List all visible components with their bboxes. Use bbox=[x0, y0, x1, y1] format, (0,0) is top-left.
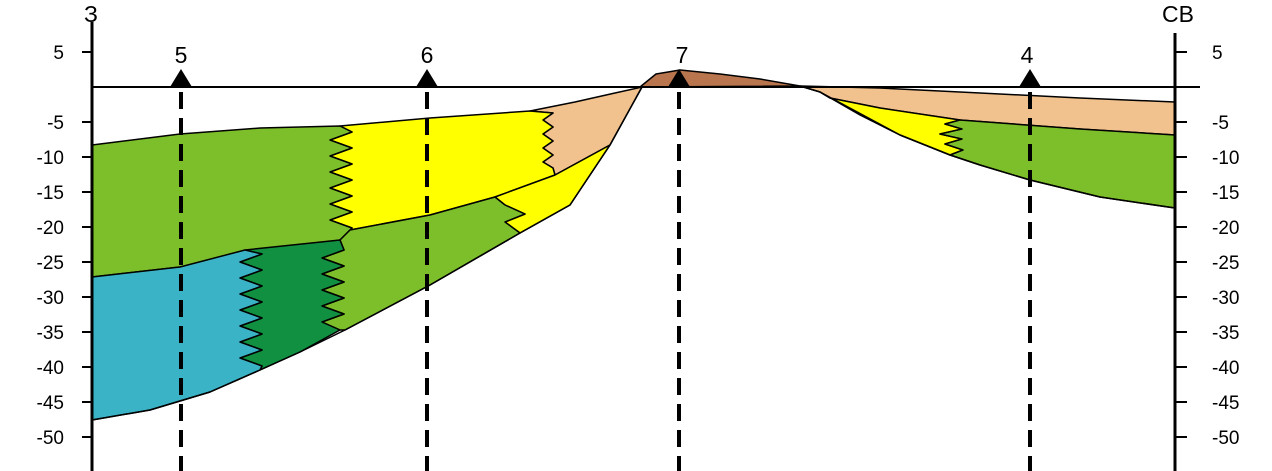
left-tick-label: -5 bbox=[47, 113, 64, 134]
left-end-label: З bbox=[84, 1, 98, 27]
well-label-7: 7 bbox=[676, 42, 689, 68]
left-tick-label: -45 bbox=[37, 393, 64, 414]
left-tick-label: -50 bbox=[37, 428, 64, 449]
right-tick-label: 5 bbox=[1212, 43, 1223, 64]
borehole-7-triangle-icon bbox=[668, 69, 690, 87]
right-end-label: СВ bbox=[1162, 1, 1194, 27]
borehole-5-triangle-icon bbox=[170, 69, 192, 87]
left-tick-label: -40 bbox=[37, 358, 64, 379]
right-tick-label: -5 bbox=[1212, 113, 1229, 134]
left-axis-ticks: 5 -5 -10 -15 -20 -25 -30 -35 -40 -45 -50 bbox=[37, 43, 92, 449]
boreholes bbox=[179, 92, 1032, 471]
layer-blue bbox=[91, 249, 263, 421]
left-tick-label: -10 bbox=[37, 148, 64, 169]
borehole-4-triangle-icon bbox=[1019, 69, 1041, 87]
well-label-5: 5 bbox=[175, 42, 188, 68]
right-tick-label: -15 bbox=[1212, 183, 1239, 204]
left-tick-label: -25 bbox=[37, 253, 64, 274]
left-tick-label: -20 bbox=[37, 218, 64, 239]
right-tick-label: -10 bbox=[1212, 148, 1239, 169]
left-tick-label: -30 bbox=[37, 288, 64, 309]
right-tick-label: -30 bbox=[1212, 288, 1239, 309]
left-tick-label: -15 bbox=[37, 183, 64, 204]
layer-brown-mound bbox=[639, 69, 801, 88]
right-tick-label: -35 bbox=[1212, 323, 1239, 344]
right-axis-ticks: 5 -5 -10 -15 -20 -25 -30 -35 -40 -45 -50 bbox=[1175, 43, 1239, 449]
well-label-6: 6 bbox=[421, 42, 434, 68]
borehole-markers bbox=[170, 69, 1041, 87]
right-tick-label: -25 bbox=[1212, 253, 1239, 274]
well-label-4: 4 bbox=[1021, 42, 1034, 68]
left-tick-label: -35 bbox=[37, 323, 64, 344]
right-tick-label: -20 bbox=[1212, 218, 1239, 239]
layers bbox=[91, 69, 1176, 421]
right-tick-label: -50 bbox=[1212, 428, 1239, 449]
slope-right bbox=[799, 85, 1176, 209]
right-tick-label: -40 bbox=[1212, 358, 1239, 379]
left-tick-label: 5 bbox=[53, 43, 64, 64]
borehole-6-triangle-icon bbox=[416, 69, 438, 87]
right-tick-label: -45 bbox=[1212, 393, 1239, 414]
slope-left bbox=[91, 86, 643, 421]
